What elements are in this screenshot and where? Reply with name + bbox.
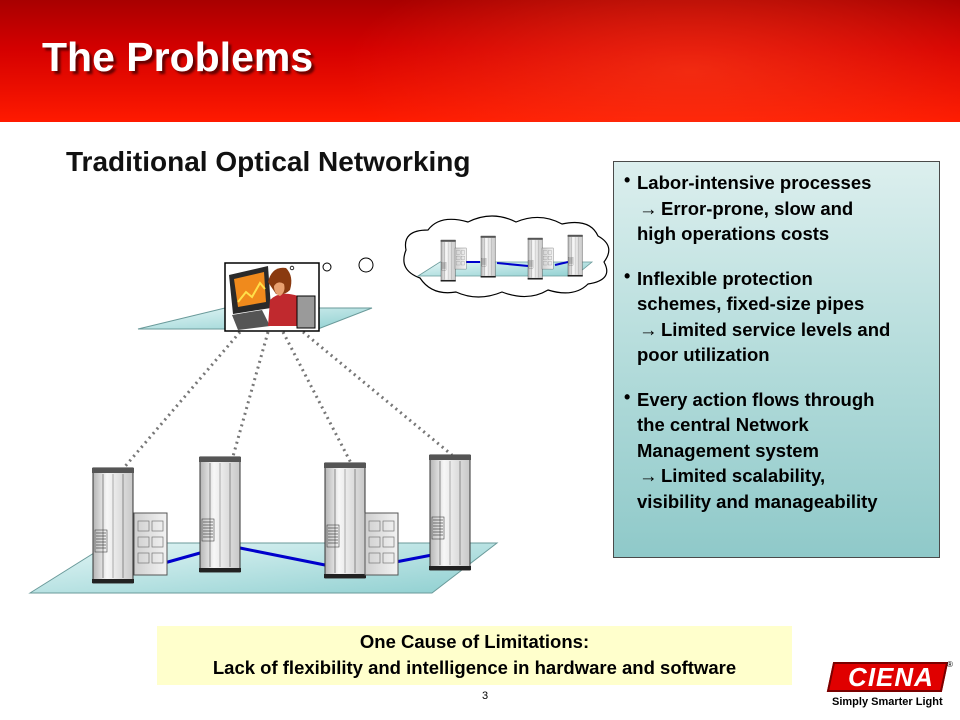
diagram-heading: Traditional Optical Networking — [66, 146, 471, 177]
result-line: Error-prone, slow and — [661, 197, 854, 219]
problem-text: Management system — [637, 439, 819, 461]
result-line: high operations costs — [637, 223, 830, 244]
problem-item-3: • Every action flows through the central… — [624, 387, 933, 515]
network-element-4 — [428, 454, 472, 571]
title-banner: The Problems — [0, 0, 960, 122]
slide-title: The Problems — [42, 34, 314, 80]
problems-panel: • Labor-intensive processes → Error-pron… — [613, 161, 940, 558]
thought-bubble-large — [358, 257, 374, 273]
problem-result: → Limited service levels and — [637, 317, 933, 343]
ciena-logo: CIENA ® Simply Smarter Light — [826, 660, 953, 710]
network-element-3 — [323, 462, 399, 579]
person-at-computer-icon — [224, 262, 320, 332]
result-line: poor utilization — [637, 344, 770, 365]
bullet: • — [624, 265, 631, 286]
problem-result: → Limited scalability, — [637, 463, 933, 489]
cause-heading: One Cause of Limitations: — [359, 631, 590, 652]
problem-item-1: • Labor-intensive processes → Error-pron… — [624, 170, 933, 247]
problem-text: the central Network — [637, 414, 809, 435]
cause-callout: One Cause of Limitations: Lack of flexib… — [157, 626, 792, 685]
bullet: • — [624, 170, 631, 190]
problem-text: Labor-intensive processes — [637, 172, 872, 193]
problem-text: schemes, fixed-size pipes — [637, 293, 865, 314]
page-number: 3 — [481, 690, 489, 702]
logo-wordmark: CIENA — [848, 662, 934, 692]
result-line: Limited scalability, — [661, 465, 826, 486]
result-line: visibility and manageability — [637, 490, 878, 512]
arrow-right-icon: → — [639, 465, 658, 486]
thought-bubble-small — [322, 262, 332, 272]
network-element-2 — [198, 456, 242, 573]
bullet: • — [624, 386, 631, 407]
result-line: Limited service levels and — [661, 318, 891, 340]
network-element-1 — [91, 467, 168, 584]
cause-text: Lack of flexibility and intelligence in … — [212, 657, 737, 678]
registered-mark: ® — [947, 660, 953, 669]
arrow-right-icon: → — [639, 318, 658, 340]
problem-text: Every action flows through — [637, 388, 875, 410]
thought-cloud-icon — [403, 215, 610, 298]
problem-result: → Error-prone, slow and — [637, 196, 933, 222]
management-links — [120, 330, 453, 471]
problem-item-2: • Inflexible protection schemes, fixed-s… — [624, 266, 933, 368]
problem-text: Inflexible protection — [637, 267, 813, 289]
arrow-right-icon: → — [639, 197, 658, 219]
logo-tagline: Simply Smarter Light — [832, 696, 943, 708]
